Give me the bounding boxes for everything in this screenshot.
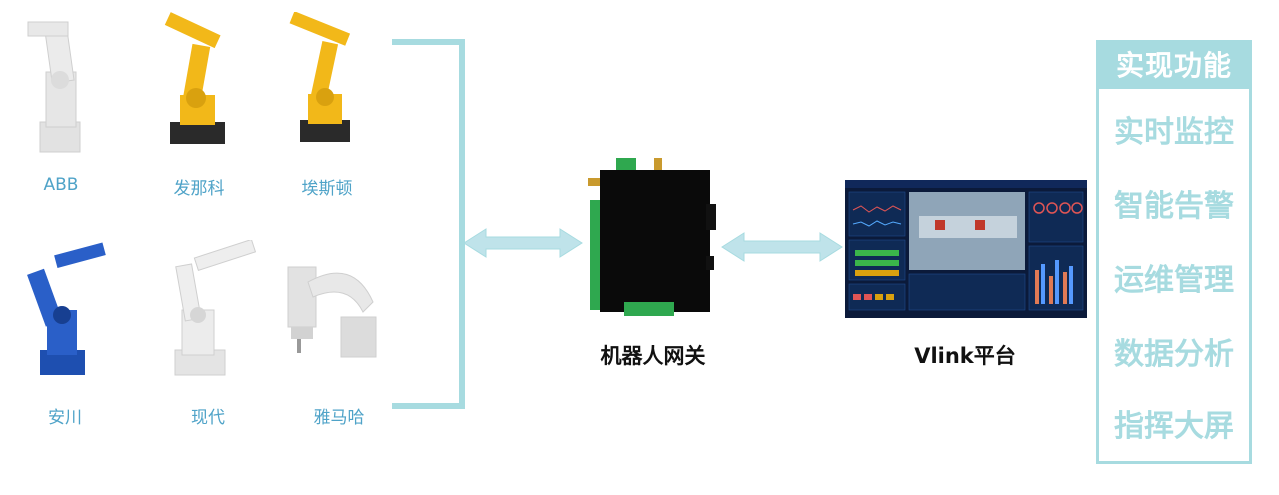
gateway-label: 机器人网关 xyxy=(600,344,706,368)
abb-robot-icon xyxy=(27,21,81,153)
functions-title: 实现功能 xyxy=(1099,43,1249,89)
robot-label-fanuc: 发那科 xyxy=(173,179,225,199)
double-arrow-icon xyxy=(463,228,583,258)
robot-label-estun: 埃斯顿 xyxy=(301,179,353,199)
function-item-ops-management: 运维管理 xyxy=(1114,263,1234,298)
yaskawa-robot-icon xyxy=(27,242,106,375)
functions-panel: 实现功能 实时监控 智能告警 运维管理 数据分析 指挥大屏 xyxy=(1096,40,1252,464)
double-arrow-icon xyxy=(721,232,843,262)
platform-label: Vlink平台 xyxy=(914,344,1016,368)
robot-label-abb: ABB xyxy=(43,175,79,195)
function-item-data-analysis: 数据分析 xyxy=(1114,337,1234,372)
platform-dashboard xyxy=(845,180,1087,318)
gateway-device xyxy=(588,158,716,316)
robot-label-yaskawa: 安川 xyxy=(48,408,82,428)
estun-robot-icon xyxy=(289,12,351,142)
function-item-smart-alarm: 智能告警 xyxy=(1114,189,1234,224)
robot-label-yamaha: 雅马哈 xyxy=(313,408,365,428)
robot-label-hyundai: 现代 xyxy=(191,408,225,428)
hyundai-robot-icon xyxy=(174,240,257,376)
function-item-realtime-monitor: 实时监控 xyxy=(1114,115,1234,150)
fanuc-robot-icon xyxy=(164,12,225,144)
robots-bracket xyxy=(392,39,465,409)
function-item-command-screen: 指挥大屏 xyxy=(1114,409,1234,444)
yamaha-robot-icon xyxy=(287,266,377,358)
